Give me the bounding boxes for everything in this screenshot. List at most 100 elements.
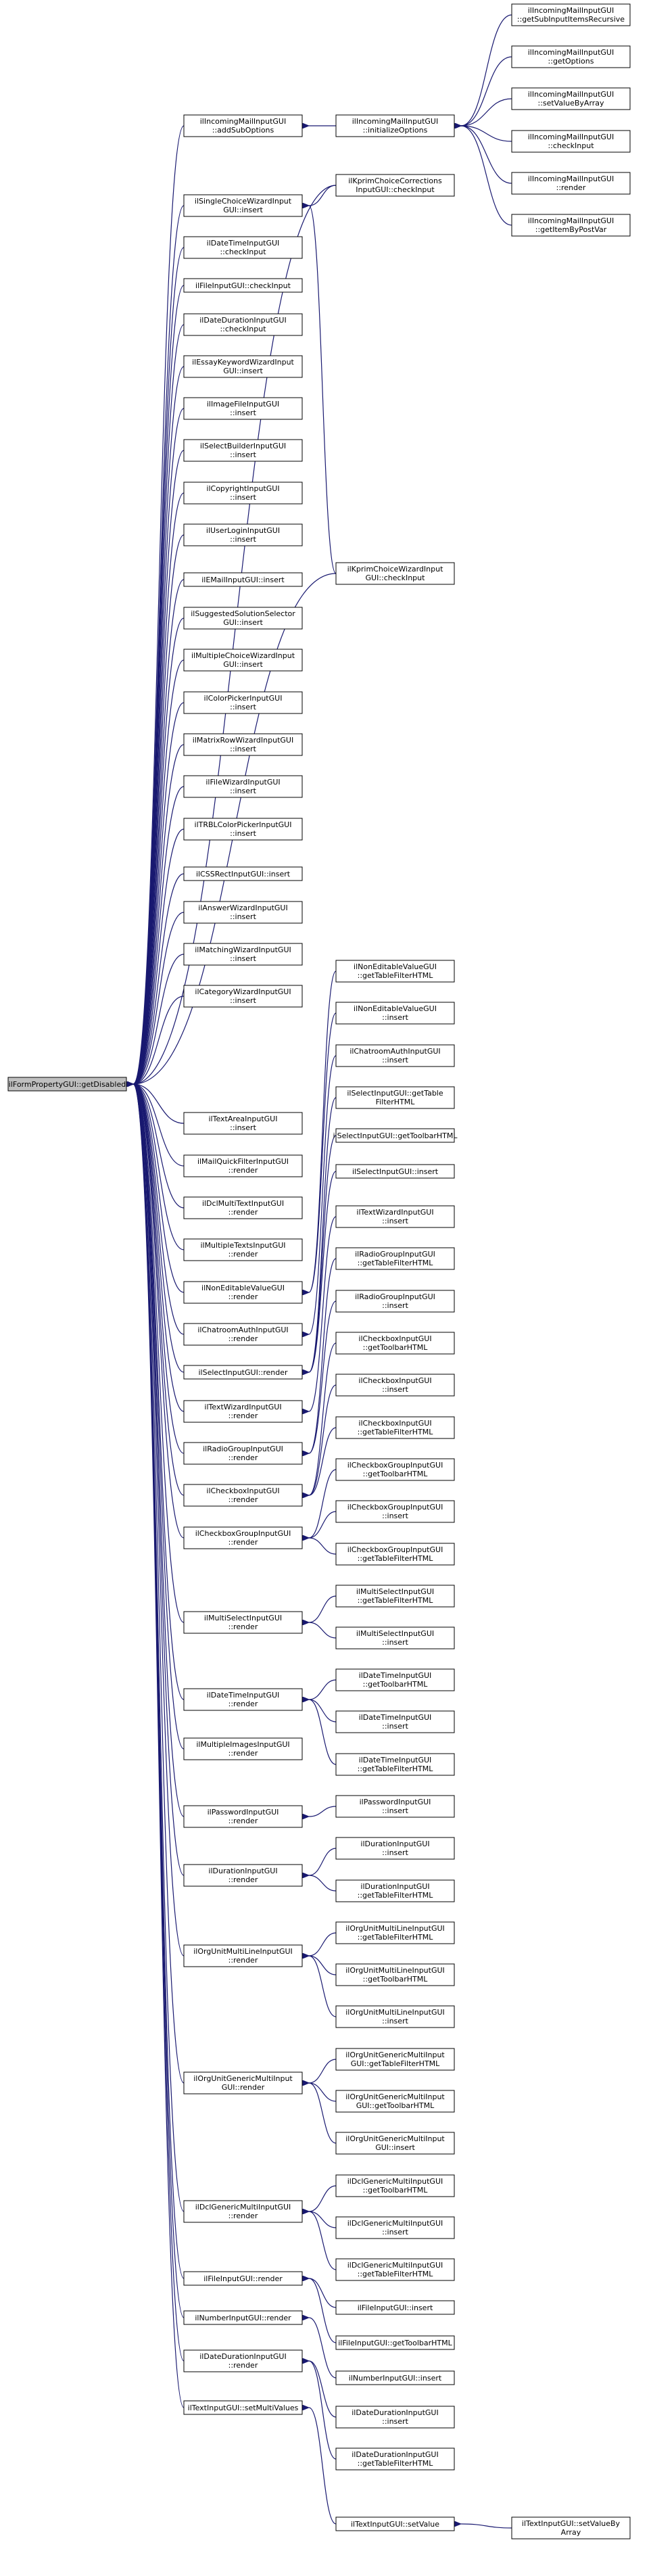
node-ne-insert[interactable]: ilNonEditableValueGUI::insert [335, 1002, 455, 1025]
node-kprim-corr[interactable]: ilKprimChoiceCorrectionsInputGUI::checkI… [335, 174, 455, 197]
node-dateduration-check[interactable]: ilDateDurationInputGUI::checkInput [183, 313, 303, 336]
node-label: ::insert [230, 535, 256, 544]
node-inc-render[interactable]: ilIncomingMailInputGUI::render [511, 172, 631, 195]
node-matrixrow[interactable]: ilMatrixRowWizardInputGUI::insert [183, 733, 303, 756]
node-dt-render[interactable]: ilDateTimeInputGUI::render [183, 1688, 303, 1711]
node-sel-insert[interactable]: ilSelectInputGUI::insert [335, 1164, 455, 1179]
node-num-insert[interactable]: ilNumberInputGUI::insert [335, 2370, 455, 2385]
node-dd-render[interactable]: ilDateDurationInputGUI::render [183, 2349, 303, 2372]
node-pw-insert[interactable]: ilPasswordInputGUI::insert [335, 1795, 455, 1818]
node-oml-toolbar[interactable]: ilOrgUnitMultiLineInputGUI::getToolbarHT… [335, 1963, 455, 1986]
node-cssrect[interactable]: ilCSSRectInputGUI::insert [183, 866, 303, 881]
node-trbl[interactable]: ilTRBLColorPickerInputGUI::insert [183, 818, 303, 841]
node-ms-insert[interactable]: ilMultiSelectInputGUI::insert [335, 1626, 455, 1649]
node-ti-setvalue[interactable]: ilTextInputGUI::setValue [335, 2516, 455, 2531]
node-ne-filter[interactable]: ilNonEditableValueGUI::getTableFilterHTM… [335, 960, 455, 983]
node-dd-insert[interactable]: ilDateDurationInputGUI::insert [335, 2406, 455, 2429]
node-num-render[interactable]: ilNumberInputGUI::render [183, 2310, 303, 2325]
node-fi-insert[interactable]: ilFileInputGUI::insert [335, 2300, 455, 2315]
node-cb-insert[interactable]: ilCheckboxInputGUI::insert [335, 1374, 455, 1397]
node-mailquick[interactable]: ilMailQuickFilterInputGUI::render [183, 1154, 303, 1177]
node-label: ilPasswordInputGUI [360, 1798, 431, 1806]
node-ti-setmulti[interactable]: ilTextInputGUI::setMultiValues [183, 2400, 303, 2415]
node-box [335, 1668, 455, 1691]
node-answerwizard[interactable]: ilAnswerWizardInputGUI::insert [183, 901, 303, 924]
node-textarea[interactable]: ilTextAreaInputGUI::insert [183, 1112, 303, 1135]
node-incoming-init[interactable]: ilIncomingMailInputGUI::initializeOption… [335, 114, 455, 137]
node-box [183, 1864, 303, 1887]
node-tw-insert[interactable]: ilTextWizardInputGUI::insert [335, 1205, 455, 1228]
node-copyright[interactable]: ilCopyrightInputGUI::insert [183, 482, 303, 505]
node-dur-render[interactable]: ilDurationInputGUI::render [183, 1864, 303, 1887]
node-filewizard[interactable]: ilFileWizardInputGUI::insert [183, 775, 303, 798]
node-fi-toolbar[interactable]: ilFileInputGUI::getToolbarHTML [335, 2335, 455, 2350]
node-datetime-check[interactable]: ilDateTimeInputGUI::checkInput [183, 236, 303, 259]
node-inc-check[interactable]: ilIncomingMailInputGUI::checkInput [511, 130, 631, 153]
node-colorpicker[interactable]: ilColorPickerInputGUI::insert [183, 691, 303, 714]
node-inc-getopt[interactable]: ilIncomingMailInputGUI::getOptions [511, 45, 631, 68]
node-cbg-filter[interactable]: ilCheckboxGroupInputGUI::getTableFilterH… [335, 1543, 455, 1566]
node-textwizard-render[interactable]: ilTextWizardInputGUI::render [183, 1400, 303, 1423]
node-dgm-filter[interactable]: ilDclGenericMultiInputGUI::getTableFilte… [335, 2258, 455, 2281]
node-sel-filter[interactable]: ilSelectInputGUI::getTableFilterHTML [335, 1086, 455, 1109]
node-label: ilDurationInputGUI [360, 1882, 429, 1891]
node-ogm-toolbar[interactable]: ilOrgUnitGenericMultiInputGUI::getToolba… [335, 2090, 455, 2113]
node-rg-insert[interactable]: ilRadioGroupInputGUI::insert [335, 1290, 455, 1313]
node-cb-filter[interactable]: ilCheckboxInputGUI::getTableFilterHTML [335, 1416, 455, 1439]
node-cbg-insert[interactable]: ilCheckboxGroupInputGUI::insert [335, 1500, 455, 1523]
node-incoming-addsub[interactable]: ilIncomingMailInputGUI::addSubOptions [183, 114, 303, 137]
node-oml-render[interactable]: ilOrgUnitMultiLineInputGUI::render [183, 1944, 303, 1967]
node-select-render[interactable]: ilSelectInputGUI::render [183, 1365, 303, 1380]
node-ti-setvaluebyarray[interactable]: ilTextInputGUI::setValueByArray [511, 2516, 631, 2539]
node-ms-filter[interactable]: ilMultiSelectInputGUI::getTableFilterHTM… [335, 1585, 455, 1608]
node-noneditable-render[interactable]: ilNonEditableValueGUI::render [183, 1281, 303, 1304]
node-chat-insert[interactable]: ilChatroomAuthInputGUI::insert [335, 1044, 455, 1067]
node-checkbox-render[interactable]: ilCheckboxInputGUI::render [183, 1484, 303, 1507]
node-radiogroup-render[interactable]: ilRadioGroupInputGUI::render [183, 1442, 303, 1465]
node-cb-toolbar[interactable]: ilCheckboxInputGUI::getToolbarHTML [335, 1332, 455, 1355]
node-dgm-render[interactable]: ilDclGenericMultiInputGUI::render [183, 2200, 303, 2223]
node-dclmultitext[interactable]: ilDclMultiTextInputGUI::render [183, 1196, 303, 1219]
node-file-check[interactable]: ilFileInputGUI::checkInput [183, 278, 303, 293]
node-categorywizard[interactable]: ilCategoryWizardInputGUI::insert [183, 985, 303, 1008]
node-multipletexts[interactable]: ilMultipleTextsInputGUI::render [183, 1238, 303, 1261]
node-dd-filter[interactable]: ilDateDurationInputGUI::getTableFilterHT… [335, 2448, 455, 2470]
node-inc-setval[interactable]: ilIncomingMailInputGUI::setValueByArray [511, 87, 631, 110]
node-mi-render[interactable]: ilMultipleImagesInputGUI::render [183, 1737, 303, 1760]
node-inc-getsub[interactable]: ilIncomingMailInputGUI::getSubInputItems… [511, 3, 631, 26]
node-dt-toolbar[interactable]: ilDateTimeInputGUI::getToolbarHTML [335, 1668, 455, 1691]
node-fi-render[interactable]: ilFileInputGUI::render [183, 2271, 303, 2286]
edge-inc_render-to-incoming_init [461, 126, 512, 184]
node-ogm-filter[interactable]: ilOrgUnitGenericMultiInputGUI::getTableF… [335, 2048, 455, 2071]
node-dur-insert[interactable]: ilDurationInputGUI::insert [335, 1837, 455, 1860]
node-dt-insert[interactable]: ilDateTimeInputGUI::insert [335, 1710, 455, 1733]
node-imagefile[interactable]: ilImageFileInputGUI::insert [183, 397, 303, 420]
node-cbg-toolbar[interactable]: ilCheckboxGroupInputGUI::getToolbarHTML [335, 1458, 455, 1481]
node-dgm-insert[interactable]: ilDclGenericMultiInputGUI::insert [335, 2216, 455, 2239]
node-email[interactable]: ilEMailInputGUI::insert [183, 572, 303, 587]
node-cbg-render[interactable]: ilCheckboxGroupInputGUI::render [183, 1526, 303, 1549]
node-matchingwizard[interactable]: ilMatchingWizardInputGUI::insert [183, 943, 303, 966]
node-rg-filter[interactable]: ilRadioGroupInputGUI::getTableFilterHTML [335, 1247, 455, 1270]
node-root[interactable]: ilFormPropertyGUI::getDisabled [7, 1077, 127, 1092]
node-ms-render[interactable]: ilMultiSelectInputGUI::render [183, 1611, 303, 1634]
node-dur-filter[interactable]: ilDurationInputGUI::getTableFilterHTML [335, 1879, 455, 1902]
node-inc-getitem[interactable]: ilIncomingMailInputGUI::getItemByPostVar [511, 214, 631, 237]
node-selectbuilder[interactable]: ilSelectBuilderInputGUI::insert [183, 439, 303, 462]
node-userlogin[interactable]: ilUserLoginInputGUI::insert [183, 523, 303, 546]
node-pw-render[interactable]: ilPasswordInputGUI::render [183, 1805, 303, 1828]
node-box [511, 3, 631, 26]
node-oml-insert[interactable]: ilOrgUnitMultiLineInputGUI::insert [335, 2005, 455, 2028]
node-dt-filter[interactable]: ilDateTimeInputGUI::getTableFilterHTML [335, 1753, 455, 1776]
node-dgm-toolbar[interactable]: ilDclGenericMultiInputGUI::getToolbarHTM… [335, 2174, 455, 2197]
node-sel-toolbar[interactable]: ilSelectInputGUI::getToolbarHTML [333, 1128, 458, 1143]
node-chatroom-render[interactable]: ilChatroomAuthInputGUI::render [183, 1323, 303, 1346]
node-oml-filter[interactable]: ilOrgUnitMultiLineInputGUI::getTableFilt… [335, 1921, 455, 1944]
